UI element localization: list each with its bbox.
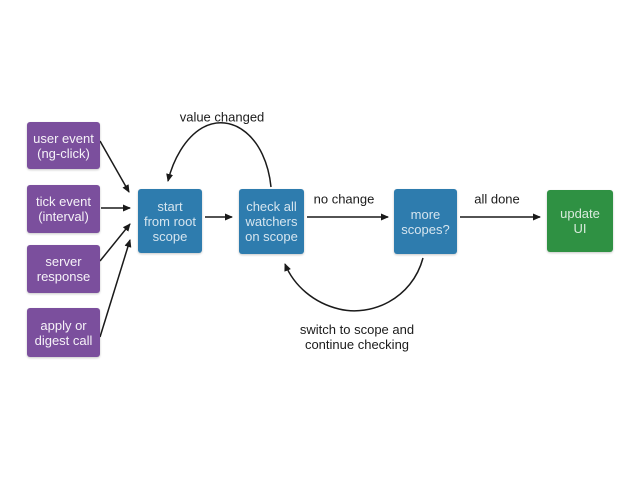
node-server-response: server response: [27, 245, 100, 293]
node-user-event: user event (ng-click): [27, 122, 100, 169]
label-value-changed: value changed: [179, 109, 265, 125]
label-all-done: all done: [474, 191, 520, 207]
arrow-value-changed-loop: [166, 122, 272, 188]
arrow-switch-scope-loop: [284, 257, 424, 312]
node-tick-event: tick event (interval): [27, 185, 100, 233]
label-no-change: no change: [313, 191, 375, 207]
arrow-user-event-to-start: [99, 140, 130, 193]
arrow-server-response-to-start: [99, 223, 131, 262]
node-check-all-watchers: check all watchers on scope: [239, 189, 304, 254]
node-start-from-root-scope: start from root scope: [138, 189, 202, 253]
node-apply-digest-call: apply or digest call: [27, 308, 100, 357]
node-update-ui: update UI: [547, 190, 613, 252]
node-more-scopes: more scopes?: [394, 189, 457, 254]
arrow-apply-digest-to-start: [99, 239, 132, 338]
label-switch-to-scope: switch to scope and continue checking: [299, 322, 415, 352]
